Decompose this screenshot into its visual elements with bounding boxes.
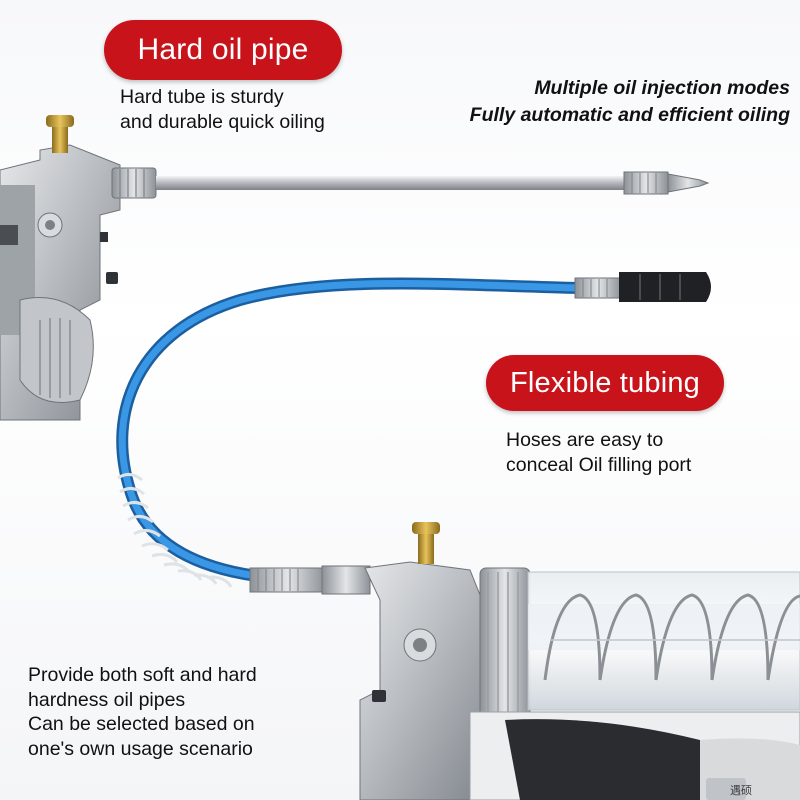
upper-brass-nipple (46, 115, 74, 153)
brand-logo: 遇硕 (730, 784, 752, 797)
cartridge-end-cap (479, 567, 531, 719)
upper-gun-head (0, 144, 121, 421)
lower-brass-nipple (412, 522, 440, 564)
note-line: one's own usage scenario (28, 737, 253, 760)
headline: Multiple oil injection modes Fully autom… (470, 75, 790, 129)
flexible-hose (116, 272, 711, 595)
hard-oil-pipe-description: Hard tube is sturdy and durable quick oi… (120, 85, 325, 135)
description-line: Hard tube is sturdy (120, 86, 284, 108)
headline-line: Multiple oil injection modes (534, 77, 790, 99)
description-line: Hoses are easy to (506, 429, 664, 451)
description-line: and durable quick oiling (120, 111, 325, 133)
flexible-tubing-label: Flexible tubing (486, 355, 724, 411)
description-line: conceal Oil filling port (506, 454, 692, 476)
battery-handle (469, 711, 800, 800)
flexible-tubing-description: Hoses are easy to conceal Oil filling po… (506, 428, 691, 478)
headline-line: Fully automatic and efficient oiling (469, 104, 790, 126)
note-line: Provide both soft and hard (28, 664, 257, 686)
note-line: hardness oil pipes (28, 688, 186, 711)
hard-oil-pipe-label: Hard oil pipe (104, 20, 342, 80)
transparent-grease-cartridge (527, 571, 800, 711)
lower-gun-body (359, 561, 491, 800)
flexible-tubing-title: Flexible tubing (510, 366, 700, 399)
pipe-options-note: Provide both soft and hard hardness oil … (28, 663, 257, 761)
hard-oil-pipe (111, 167, 710, 199)
hard-oil-pipe-title: Hard oil pipe (137, 33, 309, 66)
note-line: Can be selected based on (28, 713, 255, 735)
